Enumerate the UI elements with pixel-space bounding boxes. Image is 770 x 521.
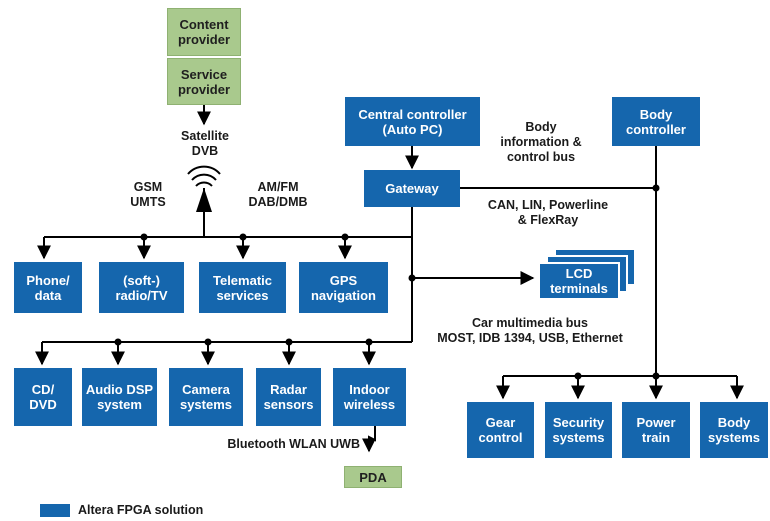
legend-swatch — [40, 504, 70, 517]
camera-systems-box: Camera systems — [169, 368, 243, 426]
body-systems-box: Body systems — [700, 402, 768, 458]
satellite-antenna-icon — [187, 165, 221, 212]
gsm-umts-label: GSM UMTS — [130, 180, 166, 209]
phone-data-box: Phone/ data — [14, 262, 82, 313]
service-provider-box: Service provider — [167, 58, 241, 105]
body-controller-box: Body controller — [612, 97, 700, 146]
multimedia-bus-label: Car multimedia bus MOST, IDB 1394, USB, … — [437, 316, 623, 345]
telematic-services-box: Telematic services — [199, 262, 286, 313]
indoor-wireless-box: Indoor wireless — [333, 368, 406, 426]
legend-label: Altera FPGA solution — [78, 503, 204, 517]
radar-sensors-box: Radar sensors — [256, 368, 321, 426]
gps-navigation-box: GPS navigation — [299, 262, 388, 313]
wireless-protocols-label: Bluetooth WLAN UWB — [227, 437, 360, 451]
security-systems-box: Security systems — [545, 402, 612, 458]
cd-dvd-box: CD/ DVD — [14, 368, 72, 426]
content-provider-box: Content provider — [167, 8, 241, 56]
central-controller-box: Central controller (Auto PC) — [345, 97, 480, 146]
power-train-box: Power train — [622, 402, 690, 458]
am-fm-label: AM/FM DAB/DMB — [248, 180, 308, 209]
audio-dsp-box: Audio DSP system — [82, 368, 157, 426]
soft-radio-tv-box: (soft-) radio/TV — [99, 262, 184, 313]
gear-control-box: Gear control — [467, 402, 534, 458]
can-bus-label: CAN, LIN, Powerline & FlexRay — [487, 198, 609, 227]
gateway-box: Gateway — [364, 170, 460, 207]
pda-box: PDA — [344, 466, 402, 488]
satellite-dvb-label: Satellite DVB — [181, 129, 229, 158]
lcd-terminals-box: LCD terminals — [538, 262, 620, 300]
body-bus-label: Body information & control bus — [500, 120, 582, 164]
